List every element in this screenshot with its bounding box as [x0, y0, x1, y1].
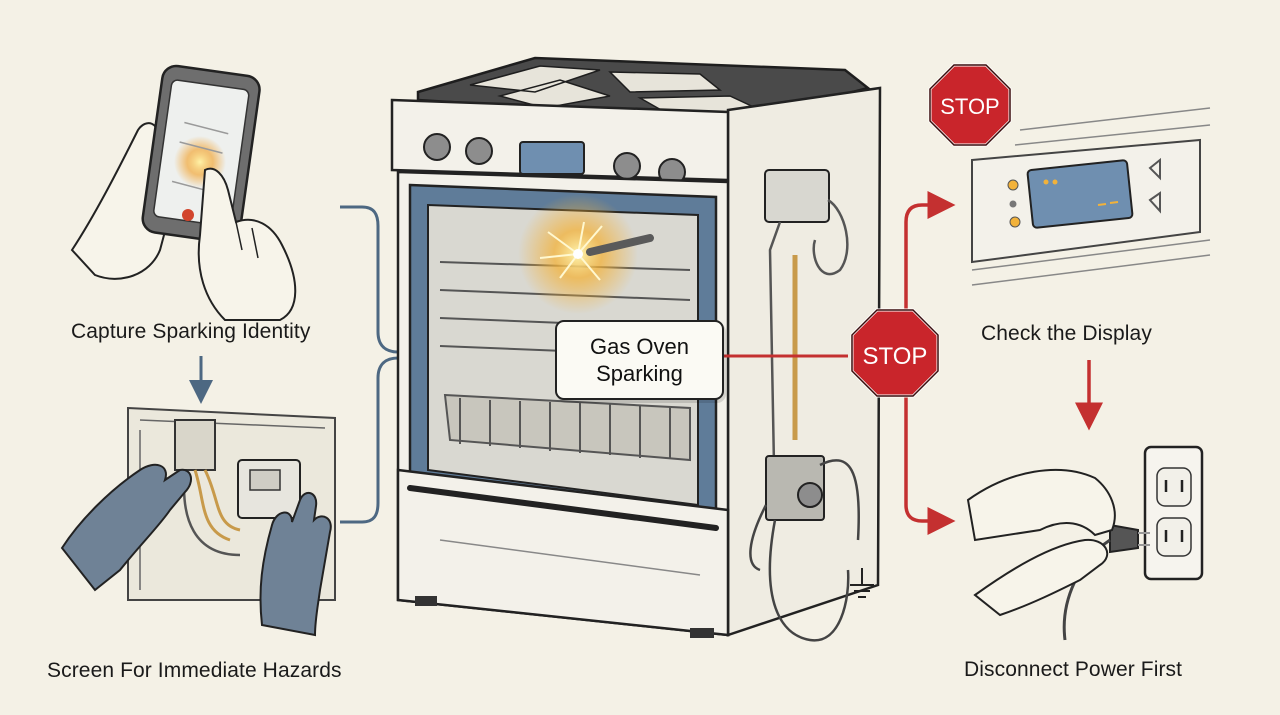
glove-icon [60, 463, 192, 592]
label-screen: Screen For Immediate Hazards [47, 659, 342, 682]
stop-text-top: STOP [940, 94, 1000, 119]
label-capture: Capture Sparking Identity [71, 320, 311, 343]
right-connectors [904, 191, 956, 535]
hand-icon [966, 468, 1116, 542]
center-label-line1: Gas Oven [589, 334, 690, 359]
stop-sign-middle: STOP [850, 308, 940, 398]
center-label-line2: Sparking [596, 361, 683, 386]
phone-capture-illustration [70, 64, 297, 321]
center-label-box: Gas Oven Sparking [555, 320, 724, 400]
hand-icon [973, 538, 1109, 617]
disconnect-illustration [966, 445, 1204, 641]
stop-sign-top: STOP [928, 63, 1012, 147]
left-connectors [340, 205, 557, 524]
label-check: Check the Display [981, 322, 1152, 345]
outlet-icon [1143, 445, 1204, 581]
control-panel-icon [971, 107, 1211, 286]
spark-icon [539, 221, 603, 281]
glove-icon [259, 491, 332, 637]
pointing-hand-icon [197, 167, 297, 321]
stop-text-middle: STOP [863, 343, 928, 370]
ground-icon [850, 568, 874, 598]
label-disconnect: Disconnect Power First [964, 658, 1182, 681]
hazard-inspection-illustration [60, 406, 336, 637]
